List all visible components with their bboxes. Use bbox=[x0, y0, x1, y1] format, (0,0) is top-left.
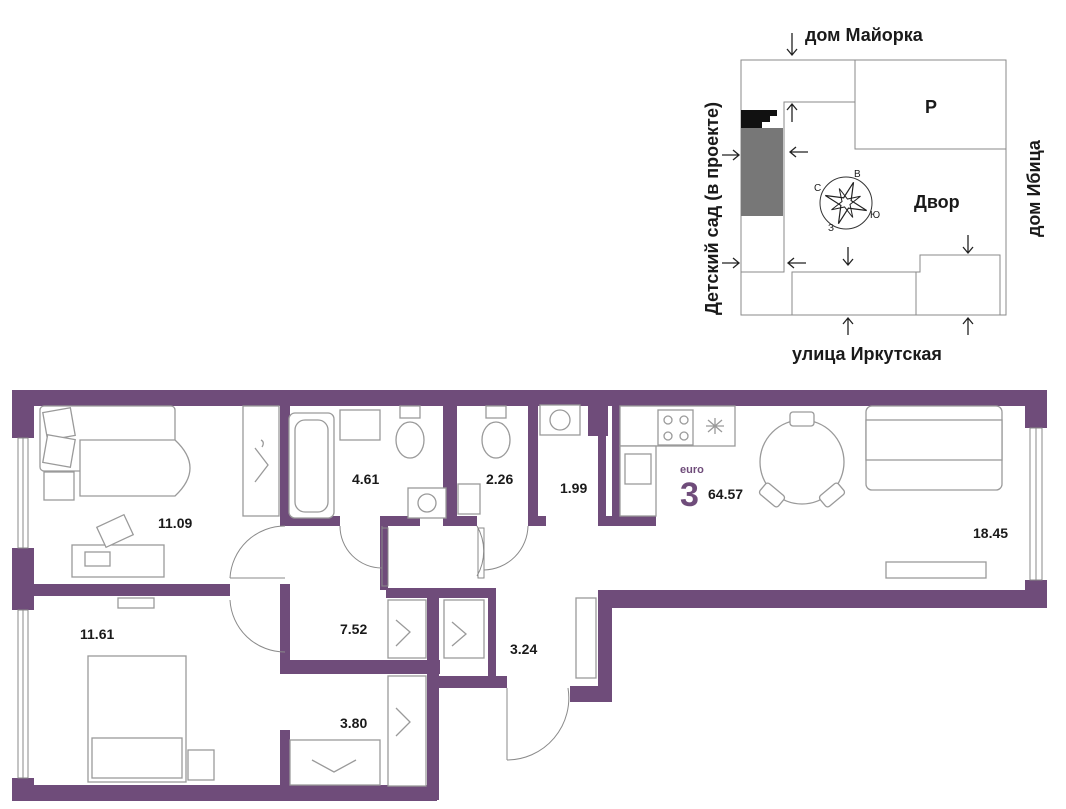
room-area-bedroom-2: 11.61 bbox=[80, 626, 114, 642]
apartment-type-prefix: euro bbox=[680, 464, 704, 476]
parking-label: Р bbox=[925, 97, 937, 117]
room-area-toilet: 2.26 bbox=[486, 471, 513, 487]
south-label: улица Иркутская bbox=[792, 344, 942, 364]
compass-east: В bbox=[854, 169, 861, 180]
compass-north: С bbox=[814, 183, 821, 194]
room-area-dressing: 3.80 bbox=[340, 715, 367, 731]
furniture bbox=[39, 404, 1003, 787]
compass-south: Ю bbox=[870, 210, 880, 221]
compass: С В Ю З bbox=[814, 169, 880, 234]
room-area-hallway: 7.52 bbox=[340, 621, 367, 637]
apartment-room-count: 3 bbox=[680, 476, 699, 514]
room-area-bedroom-1: 11.09 bbox=[158, 515, 192, 531]
east-label: дом Ибица bbox=[1024, 139, 1044, 237]
highlight-section bbox=[741, 110, 777, 128]
apartment-badge: euro 3 64.57 bbox=[680, 464, 743, 514]
site-plan: С В Ю З дом Майорка улица Иркутская Р Дв… bbox=[702, 25, 1044, 364]
apartment-total-area: 64.57 bbox=[708, 486, 743, 502]
parking-area bbox=[854, 59, 1007, 150]
west-label: Детский сад (в проекте) bbox=[702, 102, 722, 315]
kindergarten-block bbox=[741, 128, 783, 216]
room-area-entrance: 3.24 bbox=[510, 641, 537, 657]
windows bbox=[17, 427, 1043, 779]
yard-label: Двор bbox=[914, 192, 960, 212]
room-area-laundry: 1.99 bbox=[560, 480, 587, 496]
entry-arrows bbox=[722, 33, 974, 335]
north-label: дом Майорка bbox=[805, 25, 924, 45]
room-labels: 11.09 4.61 2.26 1.99 18.45 11.61 7.52 3.… bbox=[80, 471, 1008, 731]
compass-west: З bbox=[828, 223, 834, 234]
room-area-bathroom: 4.61 bbox=[352, 471, 379, 487]
walls bbox=[12, 390, 1047, 801]
south-building bbox=[791, 254, 1001, 316]
room-area-living-kitchen: 18.45 bbox=[973, 525, 1008, 541]
doors bbox=[229, 525, 570, 761]
